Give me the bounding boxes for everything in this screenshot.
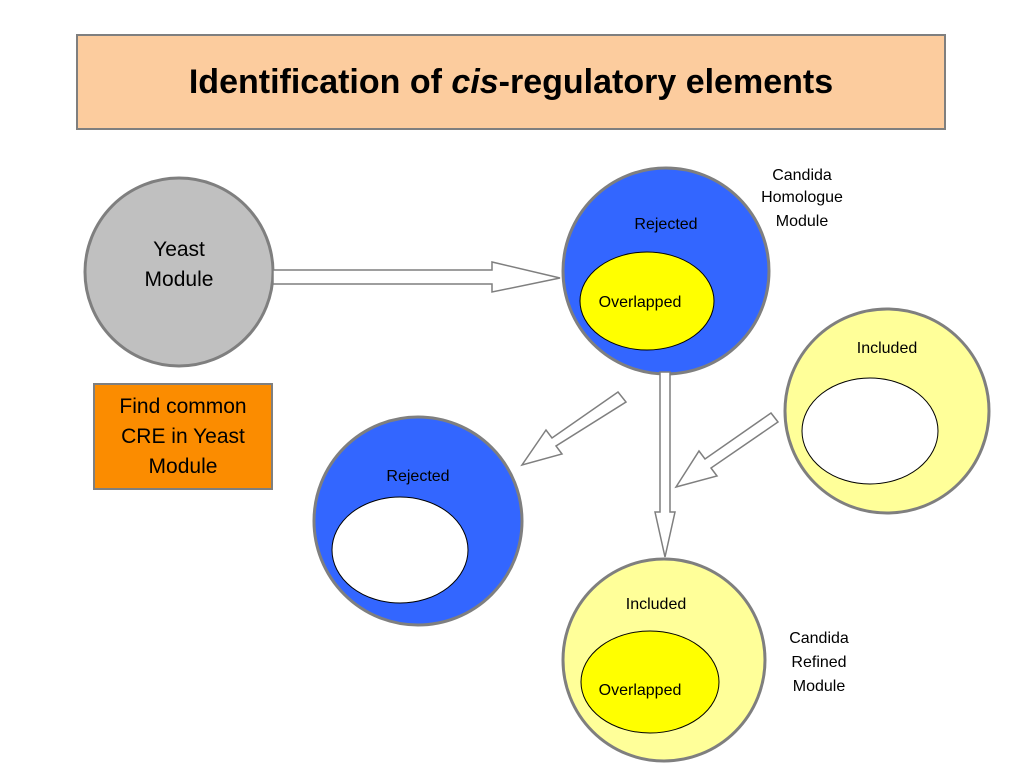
note-box: Find common CRE in Yeast Module: [93, 383, 273, 490]
arrow-homologue-to-rejected: [520, 390, 628, 467]
refined-caption-line1: Candida: [789, 630, 849, 647]
refined-caption-line3: Module: [793, 678, 846, 695]
arrow-included-to-refined: [674, 411, 780, 489]
yeast-module: Yeast Module: [83, 176, 275, 368]
title-prefix: Identification of: [188, 62, 452, 101]
homologue-overlapped-ellipse: [579, 251, 715, 351]
rejected-module-inner-ellipse: [331, 496, 469, 604]
arrow-homologue-to-refined: [654, 371, 676, 558]
homologue-caption-line2: Homologue: [761, 189, 843, 206]
refined-overlapped-ellipse: [580, 630, 720, 734]
homologue-caption-line3: Module: [776, 213, 829, 230]
title-suffix: -regulatory elements: [498, 62, 834, 101]
included-module-inner-ellipse: [801, 377, 939, 485]
yeast-module-label-line1: Yeast: [153, 238, 205, 261]
refined-module: Included Overlapped: [561, 557, 767, 763]
title-box: Identification of cis-regulatory element…: [76, 34, 946, 130]
included-module: Included: [783, 307, 991, 515]
yeast-module-label-line2: Module: [145, 268, 214, 291]
page-title: Identification of cis-regulatory element…: [189, 63, 833, 102]
refined-caption: Candida Refined Module: [789, 630, 849, 695]
refined-included-label: Included: [626, 596, 687, 613]
included-module-label: Included: [857, 340, 918, 357]
rejected-module: Rejected: [312, 415, 524, 627]
homologue-caption-line1: Candida: [772, 167, 832, 184]
arrow-yeast-to-homologue: [272, 261, 561, 293]
homologue-rejected-label: Rejected: [634, 216, 697, 233]
homologue-caption: Candida Homologue Module: [761, 167, 843, 230]
refined-caption-line2: Refined: [791, 654, 846, 671]
title-italic: cis: [451, 62, 499, 101]
rejected-module-label: Rejected: [386, 468, 449, 485]
refined-overlapped-label: Overlapped: [599, 682, 682, 699]
homologue-overlapped-label: Overlapped: [599, 294, 682, 311]
homologue-module: Rejected Overlapped: [561, 166, 771, 376]
